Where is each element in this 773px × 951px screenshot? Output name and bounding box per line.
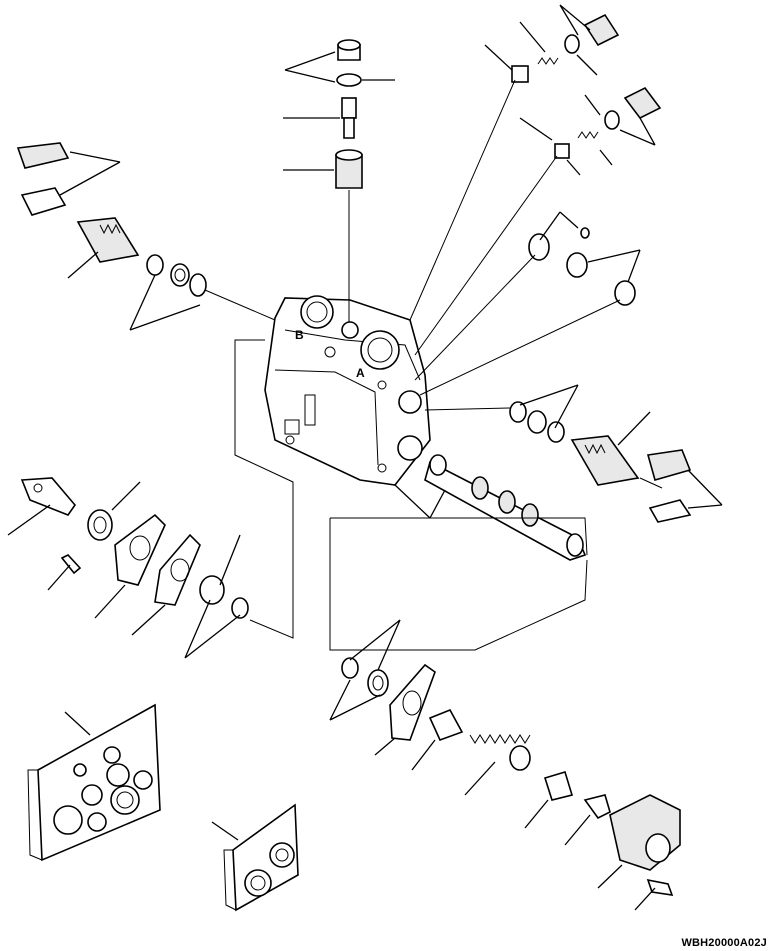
upper-right-leaders	[484, 4, 656, 176]
upper-right-relief-2	[414, 86, 662, 356]
group-brackets	[234, 339, 588, 651]
port-label-b: B	[295, 328, 304, 342]
port-label-a: A	[356, 366, 365, 380]
right-o-rings	[414, 211, 641, 396]
top-leaders	[283, 51, 395, 171]
left-spool-end-assembly	[7, 477, 249, 659]
valve-body: B A	[264, 295, 431, 486]
upper-left-cap-assembly	[16, 142, 276, 331]
top-cap-assembly	[335, 39, 363, 322]
main-spool	[394, 454, 587, 561]
seal-kit-small	[211, 803, 299, 912]
lower-spring-assembly	[329, 619, 681, 911]
right-cap-assembly	[424, 384, 723, 523]
drawing-reference-code: WBH20000A02J	[681, 937, 767, 949]
upper-right-relief-1	[409, 13, 620, 321]
seal-kit-large	[27, 703, 161, 862]
